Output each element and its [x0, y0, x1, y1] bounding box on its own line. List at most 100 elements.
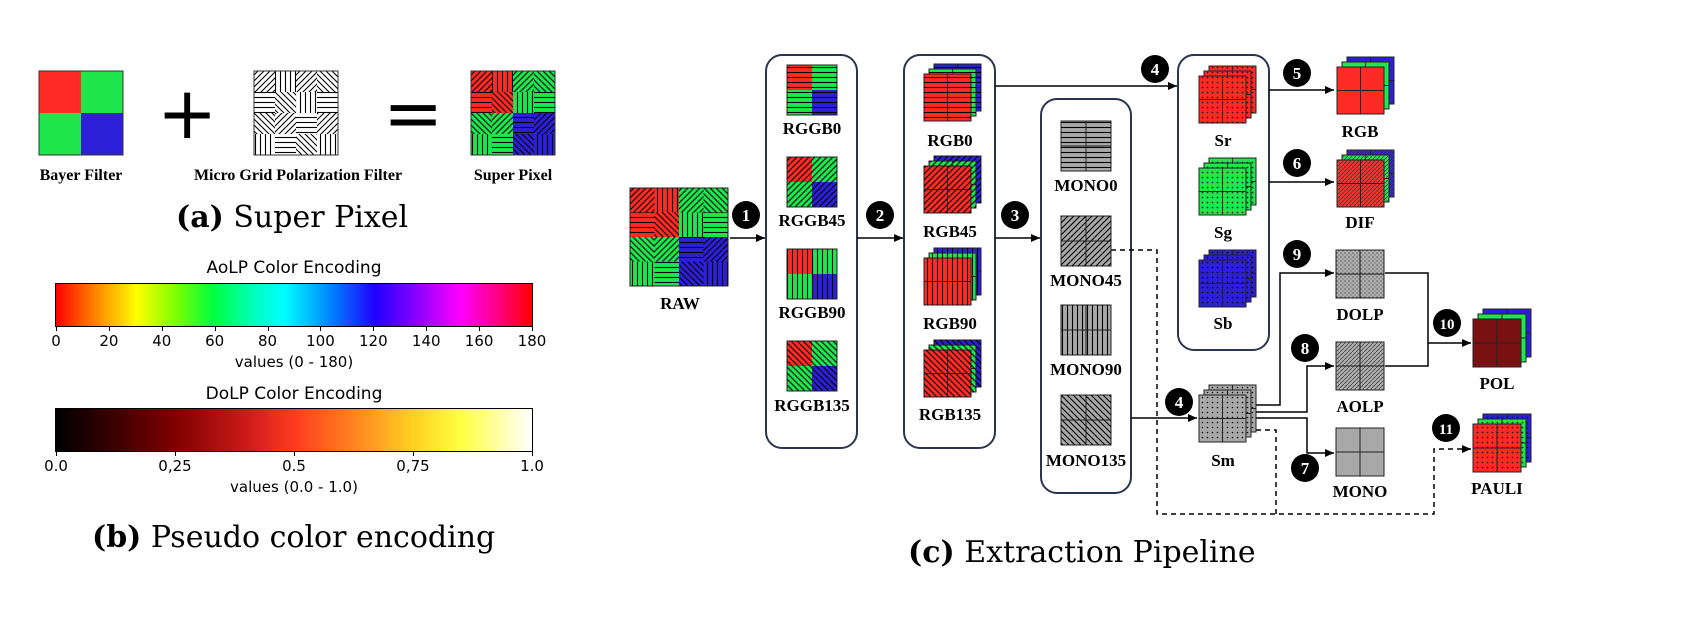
- stokes-sg-stack: [1198, 157, 1257, 216]
- stokes-sr-stack: [1198, 65, 1257, 124]
- rggb-label-1: RGGB45: [778, 211, 845, 230]
- mono-label-1: MONO45: [1050, 271, 1122, 290]
- output-dolp-label: DOLP: [1336, 305, 1383, 324]
- rgb-tile-0: [923, 63, 982, 122]
- bayer-blue-cell: [81, 113, 123, 155]
- rgb-tile-1: [923, 155, 982, 214]
- rgb-label-3: RGB135: [919, 405, 981, 424]
- step-badge-11: 11: [1432, 414, 1460, 442]
- caption-b: (b) Pseudo color encoding: [92, 520, 495, 555]
- rgb-label-2: RGB90: [923, 314, 977, 333]
- output-pauli-stack: [1472, 413, 1532, 473]
- step-badge-number: 10: [1440, 317, 1455, 333]
- rggb-label-0: RGGB0: [783, 119, 842, 138]
- raw-image: [629, 187, 729, 287]
- rgb-tile-2: [923, 247, 982, 306]
- step-badge-number: 6: [1293, 154, 1302, 173]
- step-badge-number: 5: [1293, 64, 1302, 83]
- bayer-green-cell: [81, 71, 123, 113]
- aolp-tick-label: 80: [258, 332, 278, 350]
- step-badge-number: 4: [1151, 60, 1160, 79]
- stokes-sb-stack: [1198, 249, 1257, 308]
- rggb-tile-1: [786, 156, 838, 208]
- stokes-label-2: Sb: [1214, 314, 1233, 333]
- rgb-label-1: RGB45: [923, 222, 977, 241]
- rggb-tile-2: [786, 248, 838, 300]
- aolp-tick-mark: [532, 326, 533, 331]
- stokes-sm-stack: [1198, 384, 1257, 443]
- bayer-green-cell: [39, 113, 81, 155]
- caption-c-text: Extraction Pipeline: [964, 535, 1256, 570]
- dolp-tick-mark: [294, 451, 295, 456]
- dolp-tick-mark: [56, 451, 57, 456]
- super-pixel-label: Super Pixel: [473, 167, 553, 184]
- aolp-colorbar: [55, 283, 533, 327]
- step-badge-7: 7: [1291, 454, 1319, 482]
- dolp-tick-mark: [175, 451, 176, 456]
- aolp-tick-label: 140: [411, 332, 441, 350]
- output-aolp-tile: [1335, 341, 1385, 391]
- step-badge-2: 2: [866, 201, 894, 229]
- step-badge-4: 4: [1141, 55, 1169, 83]
- rggb-tile-0: [786, 64, 838, 116]
- caption-a-text: Super Pixel: [233, 200, 409, 235]
- rgb-label-0: RGB0: [927, 131, 972, 150]
- plus-sign: +: [157, 71, 218, 155]
- step-badge-10: 10: [1433, 309, 1461, 337]
- step-badge-number: 4: [1175, 393, 1184, 412]
- aolp-tick-mark: [320, 326, 322, 331]
- step-badge-number: 3: [1011, 206, 1020, 225]
- micro-grid-polarization-image: [253, 70, 339, 156]
- bayer-red-cell: [39, 71, 81, 113]
- step-badge-3: 3: [1001, 201, 1029, 229]
- dolp-tick-mark: [532, 451, 533, 456]
- mono-tile-0: [1060, 120, 1112, 172]
- output-dif-stack: [1336, 149, 1395, 208]
- rggb-label-2: RGGB90: [778, 303, 845, 322]
- raw-label: RAW: [660, 294, 700, 313]
- step-badge-number: 2: [876, 206, 885, 225]
- output-pol-stack: [1472, 308, 1532, 368]
- output-rgb-label: RGB: [1342, 122, 1379, 141]
- output-dif-label: DIF: [1345, 213, 1374, 232]
- aolp-tick-mark: [56, 326, 57, 331]
- mono-label-3: MONO135: [1046, 451, 1126, 470]
- rgb-group-frame: [903, 54, 996, 449]
- sm-label: Sm: [1211, 451, 1235, 470]
- aolp-tick-mark: [267, 326, 269, 331]
- aolp-tick-label: 100: [306, 332, 335, 350]
- output-pol-label: POL: [1480, 374, 1515, 393]
- dolp-tick-label: 0.5: [282, 457, 306, 475]
- aolp-tick-label: 0: [51, 332, 61, 350]
- step-badge-5: 5: [1283, 59, 1311, 87]
- caption-a-tag: (a): [176, 200, 224, 235]
- aolp-tick-label: 180: [517, 332, 547, 350]
- stokes-label-0: Sr: [1215, 131, 1232, 150]
- output-mono-label: MONO: [1333, 482, 1388, 501]
- mono-tile-2: [1060, 304, 1112, 356]
- caption-a: (a) Super Pixel: [176, 200, 408, 235]
- stokes-label-1: Sg: [1214, 223, 1232, 242]
- pauli-dashed-connectors: [1111, 249, 1471, 515]
- rggb-label-3: RGGB135: [774, 396, 850, 415]
- aolp-title: AoLP Color Encoding: [206, 258, 382, 278]
- aolp-tick-mark: [214, 326, 216, 331]
- mono-tile-3: [1060, 394, 1112, 446]
- aolp-tick-mark: [373, 326, 375, 331]
- aolp-values-label: values (0 - 180): [234, 353, 354, 371]
- caption-c-tag: (c): [908, 535, 955, 570]
- mono-tile-1: [1060, 215, 1112, 267]
- aolp-tick-label: 60: [205, 332, 225, 350]
- aolp-tick-mark: [161, 326, 163, 331]
- bayer-filter-label: Bayer Filter: [39, 167, 123, 184]
- dolp-colorbar: [55, 408, 533, 452]
- caption-c: (c) Extraction Pipeline: [908, 535, 1256, 570]
- step-badge-number: 7: [1301, 459, 1310, 478]
- step-badge-8: 8: [1291, 334, 1319, 362]
- equals-sign: =: [383, 71, 444, 155]
- output-aolp-label: AOLP: [1336, 397, 1383, 416]
- mono-label-0: MONO0: [1054, 176, 1117, 195]
- dolp-tick-label: 0,25: [158, 457, 192, 475]
- aolp-tick-mark: [108, 326, 110, 331]
- rggb-group-frame: [765, 54, 858, 449]
